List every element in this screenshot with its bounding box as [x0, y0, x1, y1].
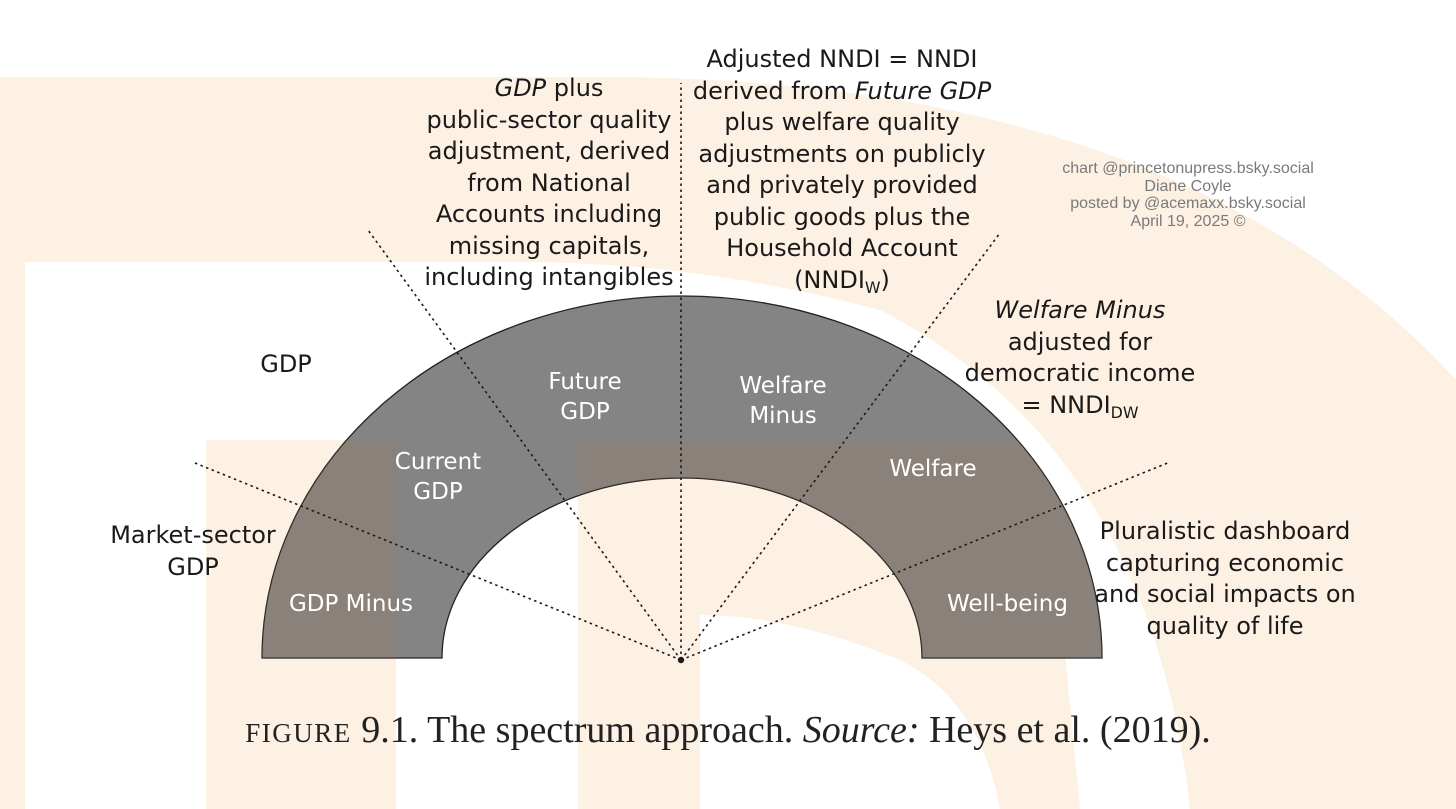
segment-future-gdp: Future GDP — [530, 367, 640, 427]
segment-well-being: Well-being — [947, 591, 1068, 617]
segment-current-gdp-line1: Current — [394, 449, 482, 475]
label-gdp-plus-line6: missing capitals, — [448, 231, 650, 260]
label-adjusted-nndi-sub: W — [864, 277, 881, 297]
label-welfare-minus-adjusted: Welfare Minus adjusted for democratic in… — [955, 295, 1205, 421]
label-gdp-plus-line3: adjustment, derived — [427, 137, 671, 165]
chart-credit-line1: chart @princetonupress.bsky.social — [1062, 160, 1314, 177]
chart-credit: chart @princetonupress.bsky.social Diane… — [1040, 160, 1336, 230]
label-market-sector-gdp-line2: GDP — [167, 552, 219, 581]
label-adjusted-nndi-italic: Future GDP — [854, 76, 992, 105]
label-adjusted-nndi-line1: Adjusted NNDI = NNDI — [706, 45, 978, 73]
segment-gdp-minus: GDP Minus — [288, 591, 414, 617]
label-welfare-minus-adjusted-line1: Welfare Minus — [955, 295, 1205, 327]
label-gdp-plus-line5: Accounts including — [435, 200, 663, 228]
label-welfare-minus-adjusted-line4: = NNDIDW — [955, 390, 1205, 422]
label-pluralistic-line4: quality of life — [1146, 611, 1304, 640]
figure-caption: FIGURE 9.1. The spectrum approach. Sourc… — [0, 708, 1456, 752]
label-gdp-plus-line2: public-sector quality — [426, 105, 672, 134]
label-adjusted-nndi-line6: public goods plus the — [713, 202, 971, 231]
segment-dividers — [194, 83, 1171, 661]
chart-credit-line3: posted by @acemaxx.bsky.social — [1070, 195, 1306, 212]
caption-title: The spectrum approach. — [418, 709, 803, 751]
caption-figure-number: 9.1. — [351, 709, 419, 751]
segment-future-gdp-line2: GDP — [560, 399, 610, 425]
label-gdp-plus-line4: from National — [467, 168, 631, 197]
label-pluralistic-line1: Pluralistic dashboard — [1099, 517, 1351, 545]
label-pluralistic-dashboard: Pluralistic dashboard capturing economic… — [1090, 516, 1360, 642]
segment-welfare: Welfare — [889, 456, 977, 482]
label-welfare-minus-adjusted-italic: Welfare Minus — [994, 296, 1166, 324]
label-gdp-plus-line1: GDP plus — [410, 73, 688, 105]
label-welfare-minus-adjusted-line3: democratic income — [964, 359, 1196, 387]
label-adjusted-nndi-line4: adjustments on publicly — [698, 139, 986, 168]
label-adjusted-nndi-last-prefix: (NNDI — [794, 265, 865, 294]
label-market-sector-gdp: Market-sector GDP — [98, 520, 288, 583]
divider-gdp-future — [367, 229, 682, 661]
label-adjusted-nndi-line5: and privately provided — [706, 171, 978, 199]
label-adjusted-nndi-last-suffix: ) — [880, 265, 890, 294]
label-adjusted-nndi-line8: (NNDIW) — [690, 265, 994, 297]
divider-welfare-minus — [680, 232, 1001, 661]
label-adjusted-nndi-line2: derived from Future GDP — [690, 76, 994, 108]
focal-point — [677, 656, 685, 664]
watermark-big-arc — [0, 77, 1456, 809]
label-adjusted-nndi-line3: plus welfare quality — [724, 108, 960, 136]
chart-credit-line2: Diane Coyle — [1144, 177, 1232, 195]
label-adjusted-nndi: Adjusted NNDI = NNDI derived from Future… — [690, 44, 994, 296]
segment-welfare-minus: Welfare Minus — [724, 371, 842, 431]
spectrum-arch — [261, 295, 1103, 659]
label-gdp: GDP — [260, 350, 312, 378]
caption-source-label: Source: — [802, 709, 920, 751]
chart-credit-line4: April 19, 2025 © — [1130, 212, 1246, 230]
divider-well-being — [680, 461, 1171, 661]
label-welfare-minus-adjusted-sub: DW — [1110, 402, 1139, 422]
segment-future-gdp-line1: Future — [548, 369, 622, 395]
segment-welfare-minus-line2: Minus — [749, 403, 817, 429]
label-welfare-minus-adjusted-prefix: = NNDI — [1021, 390, 1111, 419]
segment-current-gdp: Current GDP — [378, 447, 498, 507]
label-pluralistic-line2: capturing economic — [1105, 548, 1345, 577]
caption-source-text: Heys et al. (2019). — [919, 709, 1211, 751]
label-gdp-plus: GDP plus public-sector quality adjustmen… — [410, 73, 688, 294]
label-adjusted-nndi-line7: Household Account — [726, 234, 958, 262]
label-gdp-plus-line7: including intangibles — [424, 263, 674, 291]
label-welfare-minus-adjusted-line2: adjusted for — [1007, 327, 1153, 356]
segment-welfare-minus-line1: Welfare — [739, 373, 827, 399]
caption-figure-word: FIGURE — [245, 718, 352, 748]
segment-current-gdp-line2: GDP — [413, 479, 463, 505]
label-market-sector-gdp-line1: Market-sector — [110, 521, 276, 549]
label-gdp-plus-rest: plus — [546, 74, 604, 102]
label-gdp-plus-italic: GDP — [494, 74, 547, 102]
label-adjusted-nndi-prefix: derived from — [692, 76, 855, 105]
label-pluralistic-line3: and social impacts on — [1094, 580, 1356, 608]
